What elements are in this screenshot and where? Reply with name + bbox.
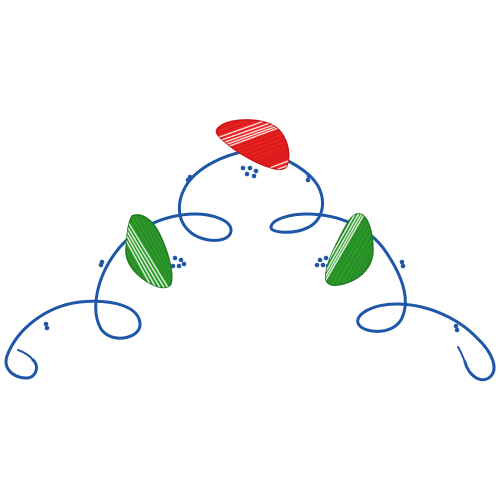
- right-main-vine: [263, 149, 496, 382]
- berry-dot: [172, 255, 178, 261]
- berry-dot: [181, 261, 187, 267]
- leaf-stitch-line: [125, 214, 170, 288]
- leaf-stitch-line: [336, 213, 373, 286]
- leaf-stitch-line: [325, 213, 365, 286]
- leaf-stitch-line: [125, 214, 172, 288]
- leaf-stitch-line: [216, 119, 289, 121]
- right-curl-tip: [457, 346, 466, 363]
- leaf-stitch-line: [216, 141, 289, 170]
- berry-dot: [44, 325, 50, 331]
- leaf-stitch-line: [125, 214, 172, 288]
- right-green-leaf: [324, 213, 374, 286]
- leaf-stitch-line: [325, 213, 368, 286]
- left-main-vine: [4, 149, 248, 380]
- leaf-stitch-line: [333, 213, 373, 286]
- berry-dot: [314, 262, 320, 268]
- berry-dot: [240, 165, 246, 171]
- berry-dot: [247, 165, 253, 171]
- leaf-stitch-line: [161, 214, 172, 274]
- berry-dot: [400, 263, 406, 269]
- leaf-stitch-line: [220, 171, 320, 208]
- berry-dot: [176, 263, 182, 269]
- leaf-stitch-line: [189, 82, 288, 118]
- leaf-stitch-line: [325, 213, 332, 271]
- berry-dot: [323, 255, 329, 261]
- leaf-stitch-line: [125, 214, 162, 288]
- leaf-stitch-line: [216, 119, 289, 124]
- berry-dot: [253, 168, 259, 174]
- berry-dot: [306, 173, 312, 179]
- berry-dot: [244, 171, 250, 177]
- left-vine: [4, 149, 248, 380]
- berry-dot: [98, 262, 104, 268]
- leaf-stitch-line: [186, 77, 287, 114]
- leaf-stitch-line: [128, 214, 172, 288]
- berry-dot: [454, 327, 460, 333]
- berry-dot: [453, 323, 459, 329]
- berry-dot: [320, 262, 326, 268]
- leaf-stitch-line: [325, 213, 373, 286]
- vine-dots: [43, 165, 460, 333]
- leaf-stitch-line: [329, 213, 373, 286]
- leaf-stitch-line: [220, 168, 289, 170]
- leaf-stitch-line: [125, 214, 159, 288]
- left-curl-tip: [17, 349, 34, 361]
- leaf-stitch-line: [341, 213, 373, 286]
- berry-dot: [185, 177, 191, 183]
- berry-dot: [317, 257, 323, 263]
- leaves: [125, 73, 374, 289]
- leaf-stitch-line: [184, 73, 286, 111]
- leaf-stitch-line: [134, 214, 172, 288]
- leaf-stitch-line: [125, 214, 164, 288]
- top-red-leaf: [184, 73, 320, 208]
- berry-dot: [43, 321, 49, 327]
- leaf-stitch-line: [216, 119, 289, 142]
- leaf-stitch-line: [216, 143, 289, 170]
- leaf-stitch-line: [325, 213, 371, 286]
- leaf-stitch-line: [167, 214, 172, 271]
- leaf-stitch-line: [131, 214, 172, 288]
- leaf-stitch-line: [125, 214, 167, 288]
- berry-dot: [251, 173, 257, 179]
- berry-dot: [170, 263, 176, 269]
- leaf-stitch-line: [340, 213, 373, 286]
- berry-dot: [305, 177, 311, 183]
- berry-dot: [178, 257, 184, 263]
- right-vine: [263, 149, 496, 382]
- leaf-stitch-line: [216, 119, 289, 145]
- leaf-stitch-line: [339, 213, 373, 286]
- berry-dot: [399, 259, 405, 265]
